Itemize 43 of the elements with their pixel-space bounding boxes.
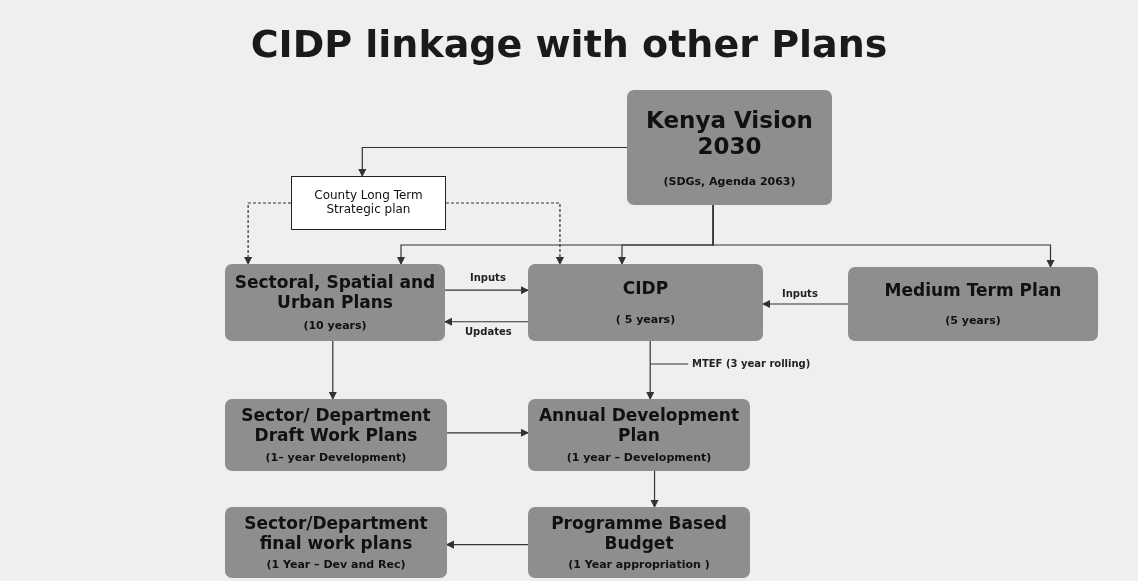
arrow	[650, 470, 659, 509]
node-title: CIDP	[622, 279, 669, 300]
arrow	[243, 202, 292, 266]
arrow	[445, 202, 565, 266]
process-box	[627, 90, 832, 205]
edge-label: Inputs	[468, 272, 508, 283]
process-box	[225, 507, 447, 578]
diagram-title: CIDP linkage with other Plans	[249, 22, 889, 66]
arrow	[358, 146, 628, 178]
edge-label: MTEF (3 year rolling)	[690, 358, 813, 369]
node-subtitle: (1 Year – Dev and Rec)	[266, 558, 406, 572]
node-subtitle: (10 years)	[303, 319, 367, 333]
node-subtitle: (1 Year appropriation )	[568, 558, 710, 572]
node-title: Annual Development Plan	[537, 406, 741, 446]
edge-label: Updates	[463, 326, 514, 337]
node-title: Sector/ Department Draft Work Plans	[240, 406, 432, 446]
process-box	[528, 507, 750, 578]
arrow	[443, 317, 529, 326]
node-title: Kenya Vision 2030	[645, 107, 814, 160]
arrow	[712, 204, 1055, 269]
arrow	[444, 286, 530, 295]
process-box	[528, 264, 763, 341]
node-title: County Long Term Strategic plan	[313, 189, 424, 217]
plan-box	[291, 176, 446, 230]
node-subtitle: (SDGs, Agenda 2063)	[663, 174, 796, 188]
arrow	[328, 340, 337, 401]
arrow	[446, 428, 530, 438]
arrow	[646, 340, 655, 401]
node-subtitle: ( 5 years)	[615, 312, 676, 326]
arrow	[761, 299, 849, 309]
node-subtitle: (1 year – Development)	[566, 450, 712, 464]
edge-label: Inputs	[780, 288, 820, 299]
node-subtitle: (1– year Development)	[265, 450, 407, 464]
arrow	[445, 540, 529, 549]
process-box	[225, 399, 447, 471]
node-title: Medium Term Plan	[884, 281, 1062, 302]
node-title: Programme Based Budget	[550, 513, 728, 554]
process-box	[848, 267, 1098, 341]
node-title: Sector/Department final work plans	[243, 513, 429, 554]
node-subtitle: (5 years)	[945, 313, 1001, 327]
node-title: Sectoral, Spatial and Urban Plans	[233, 272, 437, 313]
process-box	[528, 399, 750, 471]
process-box	[225, 264, 445, 341]
